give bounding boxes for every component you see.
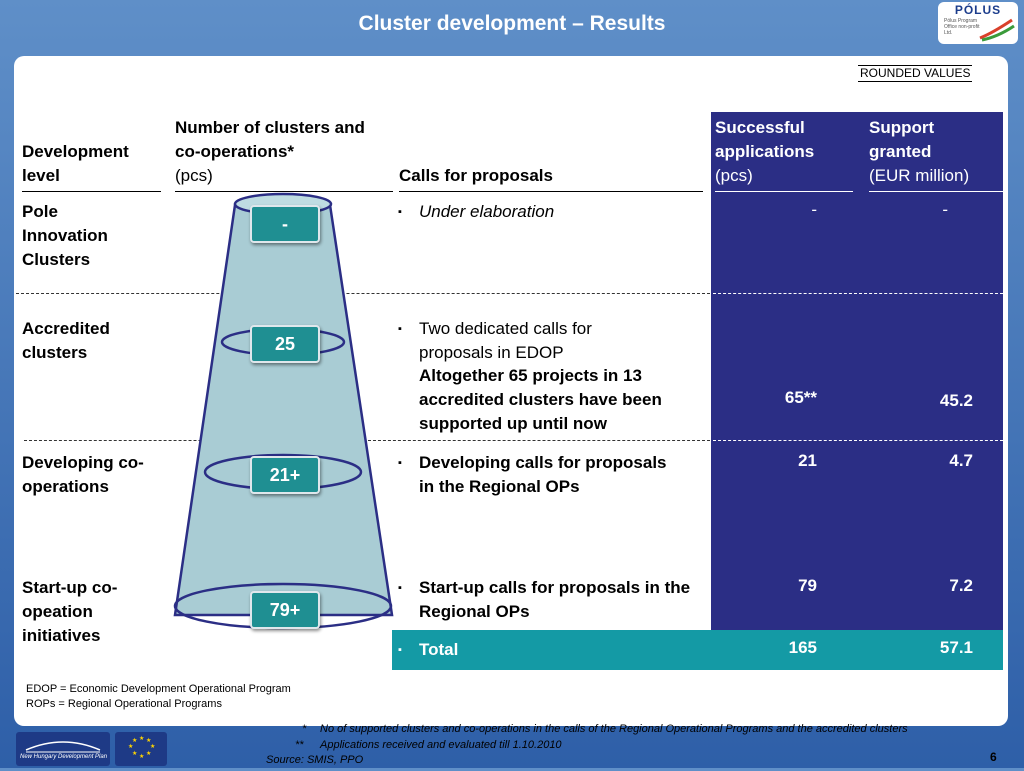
- page-number: 6: [990, 750, 997, 764]
- header-calls: Calls for proposals: [399, 166, 553, 185]
- support-developing: 4.7: [949, 451, 973, 470]
- call-extra-text: Altogether 65 projects in 13 accredited …: [419, 366, 662, 433]
- eu-flag-icon: ★★★ ★★★ ★★: [115, 732, 167, 766]
- svg-text:★: ★: [132, 737, 137, 744]
- header-rule: [715, 191, 853, 192]
- call-text: Under elaboration: [419, 202, 555, 221]
- header-rule: [869, 191, 1003, 192]
- bullet-icon: ▪: [398, 644, 402, 656]
- row-separator: [24, 440, 710, 441]
- header-successful-unit: (pcs): [715, 166, 753, 185]
- slide-title: Cluster development – Results: [358, 12, 666, 35]
- footnote-source: Source: SMIS, PPO: [266, 754, 364, 766]
- svg-text:★: ★: [146, 750, 151, 757]
- call-text: Start-up calls for proposals in the Regi…: [419, 578, 691, 621]
- level-accredited: Accredited clusters: [22, 319, 110, 362]
- support-pole: -: [942, 200, 948, 219]
- header-support-granted: Support granted (EUR million): [869, 116, 999, 188]
- call-text: Developing calls for proposals in the Re…: [419, 453, 667, 496]
- polus-logo: PÓLUS Pólus Program Office non-profit Lt…: [938, 2, 1018, 44]
- title-bar: Cluster development – Results PÓLUS Pólu…: [0, 0, 1024, 52]
- total-support: 57.1: [939, 638, 973, 657]
- results-column-background: [711, 112, 1003, 632]
- new-hungary-development-plan-logo: New Hungary Development Plan: [16, 732, 110, 766]
- logo-subtitle: Pólus Program Office non-profit Ltd.: [944, 18, 980, 36]
- header-number-unit: (pcs): [175, 166, 213, 185]
- total-label: Total: [419, 640, 459, 659]
- footnote-double-star: **: [295, 739, 304, 751]
- header-rule: [399, 191, 703, 192]
- header-support-title: Support granted: [869, 118, 935, 161]
- level-startup: Start-up co-opeation initiatives: [22, 578, 118, 645]
- count-badge-pole: -: [250, 205, 320, 243]
- footnote-star: *: [302, 723, 307, 735]
- header-successful-applications: Successful applications (pcs): [715, 116, 845, 188]
- polus-swoosh-icon: [979, 18, 1015, 42]
- header-development-level: Development level: [22, 142, 129, 185]
- row-separator-dark: [713, 293, 1003, 294]
- level-pole-innovation: Pole Innovation Clusters: [22, 202, 108, 269]
- header-number-of-clusters: Number of clusters and co-operations* (p…: [175, 116, 385, 188]
- applications-accredited: 65**: [784, 388, 817, 407]
- footnote-double-star-text: Applications received and evaluated till…: [320, 739, 562, 751]
- call-text: Two dedicated calls for proposals in EDO…: [419, 319, 592, 362]
- row-separator-dark: [713, 440, 1003, 441]
- svg-text:★: ★: [128, 743, 133, 750]
- rounded-values-note: ROUNDED VALUES: [858, 65, 973, 82]
- bullet-icon: ▪: [398, 457, 402, 469]
- svg-text:★: ★: [139, 735, 144, 742]
- applications-developing: 21: [798, 451, 817, 470]
- svg-text:★: ★: [132, 750, 137, 757]
- bullet-icon: ▪: [398, 206, 402, 218]
- svg-text:★: ★: [146, 737, 151, 744]
- level-developing: Developing co-operations: [22, 453, 144, 496]
- logo-name: PÓLUS: [954, 3, 1002, 17]
- row-separator: [16, 293, 710, 294]
- svg-text:★: ★: [150, 743, 155, 750]
- header-number-title: Number of clusters and co-operations*: [175, 118, 365, 161]
- svg-text:★: ★: [139, 753, 144, 760]
- bullet-icon: ▪: [398, 582, 402, 594]
- nhdp-text: New Hungary Development Plan: [20, 754, 108, 760]
- total-applications: 165: [788, 638, 817, 657]
- abbreviation-rops: ROPs = Regional Operational Programs: [26, 698, 222, 710]
- count-badge-developing: 21+: [250, 456, 320, 494]
- total-bar: [392, 630, 1003, 670]
- header-successful-title: Successful applications: [715, 118, 815, 161]
- footnote-star-text: No of supported clusters and co-operatio…: [320, 723, 908, 735]
- nhdp-bridge-icon: [25, 741, 101, 753]
- header-support-unit: (EUR million): [869, 166, 970, 185]
- applications-startup: 79: [798, 576, 817, 595]
- support-accredited: 45.2: [939, 391, 973, 410]
- header-rule: [175, 191, 393, 192]
- count-badge-accredited: 25: [250, 325, 320, 363]
- header-rule: [22, 191, 161, 192]
- bullet-icon: ▪: [398, 323, 402, 335]
- count-badge-startup: 79+: [250, 591, 320, 629]
- support-startup: 7.2: [949, 576, 973, 595]
- abbreviations: EDOP = Economic Development Operational …: [26, 682, 291, 712]
- abbreviation-edop: EDOP = Economic Development Operational …: [26, 683, 291, 695]
- applications-pole: -: [811, 200, 817, 219]
